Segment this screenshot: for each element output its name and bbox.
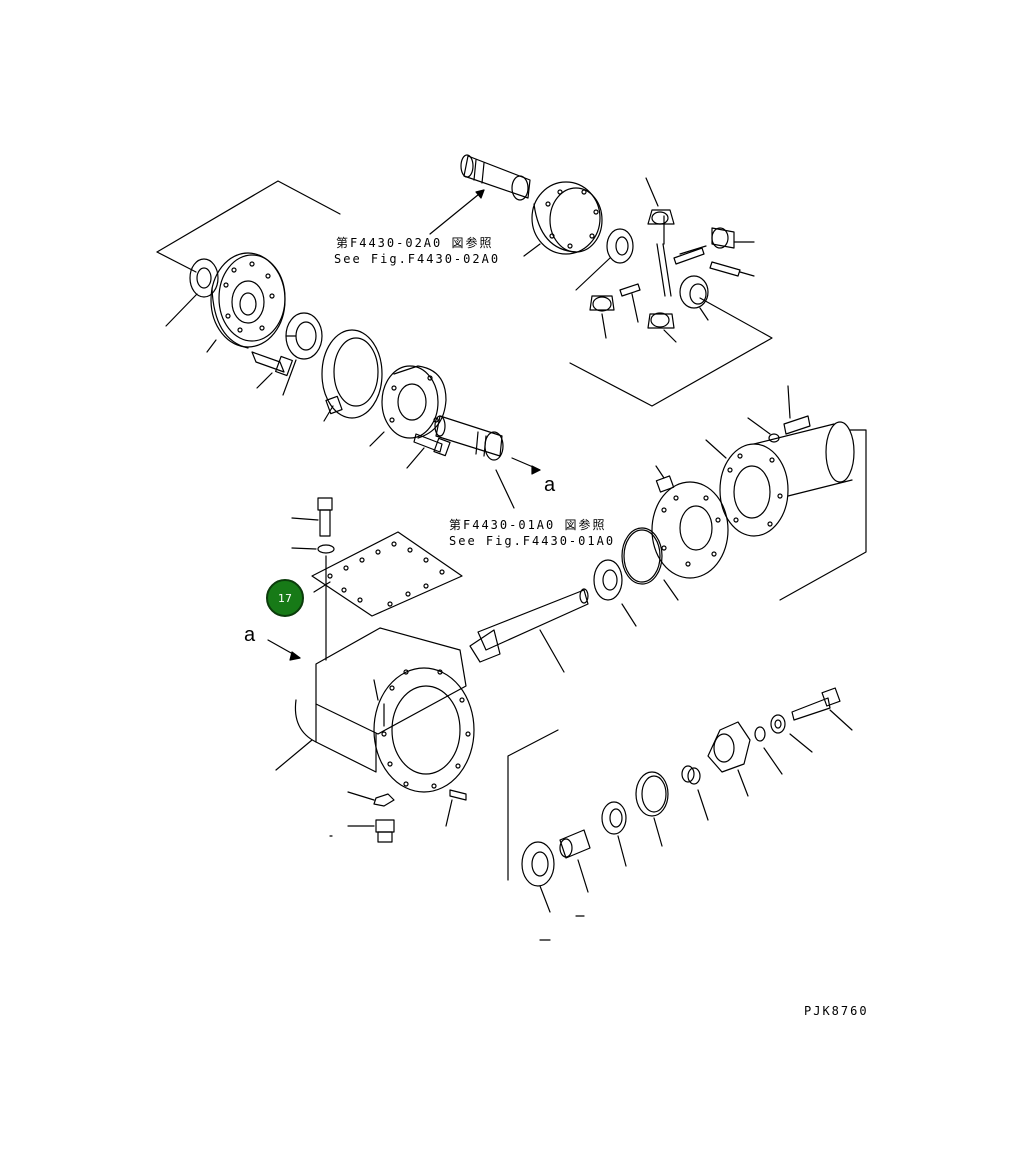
spacer-collar xyxy=(559,829,591,893)
bearing xyxy=(282,312,323,396)
upper-reference-jp: 第F4430-02A0 図参照 xyxy=(336,236,494,250)
cross-shaft xyxy=(656,215,672,297)
thrust-washer xyxy=(165,258,219,327)
upper-left-bracket xyxy=(156,180,341,273)
short-pin-a xyxy=(673,245,707,265)
lower-reference-en: See Fig.F4430-01A0 xyxy=(449,534,616,548)
upper-pinion-shaft xyxy=(460,154,531,201)
cover-washer xyxy=(291,544,335,554)
lower-bracket xyxy=(507,729,559,881)
lock-washer xyxy=(754,726,783,775)
drive-flange xyxy=(651,465,729,601)
hex-bolt xyxy=(791,687,853,731)
axle-tube xyxy=(705,421,855,537)
oil-seal xyxy=(635,771,669,847)
diff-pinion-d xyxy=(647,312,677,343)
seal-bearing xyxy=(601,801,627,867)
snap-ring xyxy=(681,765,709,821)
upper-reference-en: See Fig.F4430-02A0 xyxy=(334,252,501,266)
flat-washer xyxy=(770,714,813,753)
pinion-gear-b xyxy=(711,227,755,249)
short-pin-b xyxy=(709,261,755,277)
drain-plug-a xyxy=(347,791,395,807)
cover-bolt xyxy=(291,497,333,537)
side-gear-b xyxy=(679,275,709,321)
dowel-pin xyxy=(445,789,467,827)
pinion-gear-a xyxy=(645,177,675,225)
coupling xyxy=(707,721,751,797)
view-marker-left: a xyxy=(244,624,256,646)
side-gear xyxy=(575,228,634,291)
drawing-code: PJK8760 xyxy=(804,1004,869,1018)
lower-right-bracket xyxy=(779,429,867,601)
view-a-arrowhead xyxy=(531,465,541,475)
cage-bolt xyxy=(406,433,451,469)
taper-bearing xyxy=(521,841,555,913)
drain-plug-b xyxy=(347,819,395,843)
bevel-pinion-shaft xyxy=(469,588,589,673)
differential-case xyxy=(523,181,603,257)
callout-leader xyxy=(313,581,331,593)
bearing-cage xyxy=(369,365,447,447)
cover-plate xyxy=(311,531,463,617)
transfer-case-housing xyxy=(275,627,475,793)
lower-reference-jp: 第F4430-01A0 図参照 xyxy=(449,518,607,532)
upper-right-bracket xyxy=(569,297,773,407)
o-ring xyxy=(621,527,663,585)
lower-pinion-shaft xyxy=(434,415,515,509)
roller-bearing xyxy=(593,559,637,627)
retainer-ring xyxy=(321,329,383,422)
bevel-gear xyxy=(206,252,286,353)
diff-pinion-c xyxy=(589,295,615,339)
upper-arrowhead xyxy=(475,189,485,199)
tube-bolt xyxy=(783,385,811,435)
part-callout-17[interactable]: 17 xyxy=(266,579,304,617)
upper-reference-arrow xyxy=(429,189,485,235)
view-marker-right: a xyxy=(544,474,556,496)
gear-bolt xyxy=(251,351,293,389)
small-pin xyxy=(619,283,641,323)
tube-washer xyxy=(747,417,780,443)
left-view-arrowhead xyxy=(289,651,301,661)
